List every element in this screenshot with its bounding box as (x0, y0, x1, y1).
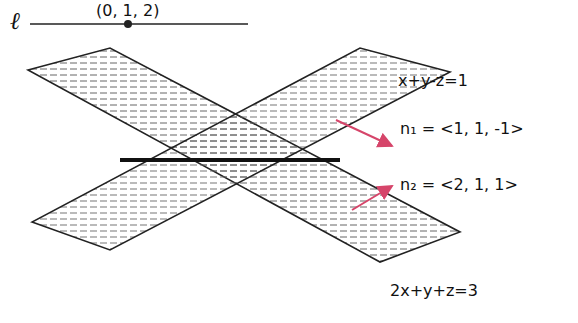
line-name: ℓ (10, 8, 20, 34)
plane-equation: x+y-z=1 (398, 72, 468, 90)
point-label: (0, 1, 2) (96, 2, 159, 20)
normal-vector-label: n₁ = <1, 1, -1> (398, 120, 526, 138)
plane-equation: 2x+y+z=3 (390, 282, 478, 300)
normal-vector-label: n₂ = <2, 1, 1> (398, 176, 520, 194)
